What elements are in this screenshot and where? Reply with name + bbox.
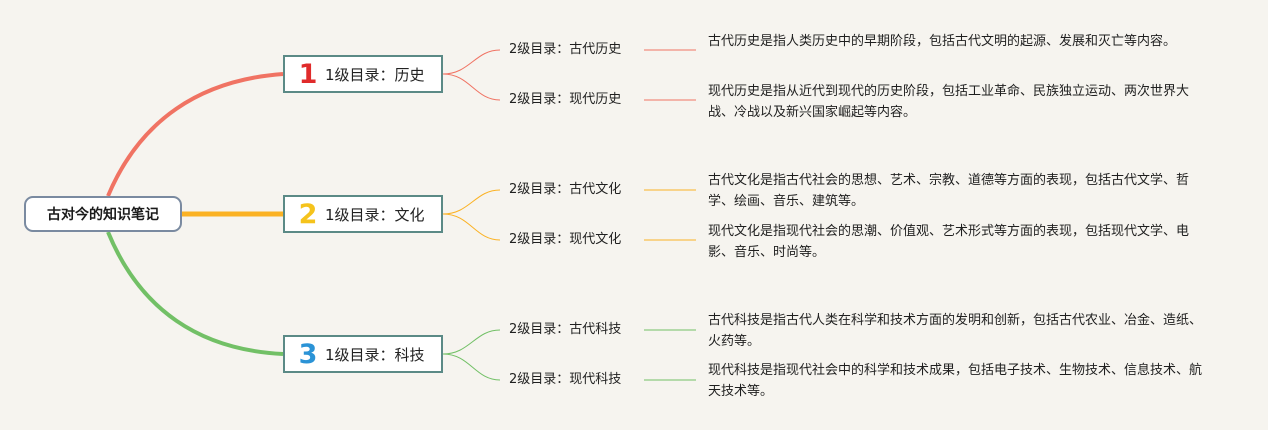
desc-ancient-tech: 古代科技是指古代人类在科学和技术方面的发明和创新，包括古代农业、冶金、造纸、火药… — [708, 313, 1203, 349]
connector-history-modern — [442, 73, 501, 101]
connector-tech-ancient — [442, 329, 501, 355]
branch-label: 1级目录：文化 — [325, 205, 425, 224]
root-label: 古对今的知识笔记 — [47, 207, 159, 223]
root-node[interactable]: 古对今的知识笔记 — [24, 196, 182, 232]
subnode-modern-history[interactable]: 2级目录：现代历史 — [509, 92, 622, 107]
connector-culture-modern — [442, 213, 501, 241]
connector-tech-modern — [442, 353, 501, 381]
subnode-ancient-tech[interactable]: 2级目录：古代科技 — [509, 322, 622, 337]
number-3-icon: 3 — [298, 338, 318, 370]
branch-label: 1级目录：科技 — [325, 345, 425, 364]
desc-modern-culture: 现代文化是指现代社会的思潮、价值观、艺术形式等方面的表现，包括现代文学、电影、音… — [708, 224, 1190, 260]
desc-modern-history: 现代历史是指从近代到现代的历史阶段，包括工业革命、民族独立运动、两次世界大战、冷… — [708, 84, 1190, 120]
subnode-ancient-history[interactable]: 2级目录：古代历史 — [509, 42, 622, 57]
desc-modern-tech: 现代科技是指现代社会中的科学和技术成果，包括电子技术、生物技术、信息技术、航天技… — [708, 363, 1203, 399]
connector-root-tech — [106, 231, 284, 356]
branch-node-history[interactable]: 1 1级目录：历史 — [283, 55, 443, 93]
subnode-modern-culture[interactable]: 2级目录：现代文化 — [509, 232, 622, 247]
subnode-modern-tech[interactable]: 2级目录：现代科技 — [509, 372, 622, 387]
connector-history-ancient — [442, 49, 501, 75]
desc-ancient-history: 古代历史是指人类历史中的早期阶段，包括古代文明的起源、发展和灭亡等内容。 — [708, 34, 1177, 49]
connector-root-history — [106, 72, 284, 197]
subnode-ancient-culture[interactable]: 2级目录：古代文化 — [509, 182, 622, 197]
branch-node-culture[interactable]: 2 1级目录：文化 — [283, 195, 443, 233]
branch-label: 1级目录：历史 — [325, 65, 425, 84]
number-1-icon: 1 — [298, 58, 318, 90]
desc-ancient-culture: 古代文化是指古代社会的思想、艺术、宗教、道德等方面的表现，包括古代文学、哲学、绘… — [708, 173, 1190, 209]
number-2-icon: 2 — [298, 198, 318, 230]
branch-node-tech[interactable]: 3 1级目录：科技 — [283, 335, 443, 373]
connector-culture-ancient — [442, 189, 501, 215]
